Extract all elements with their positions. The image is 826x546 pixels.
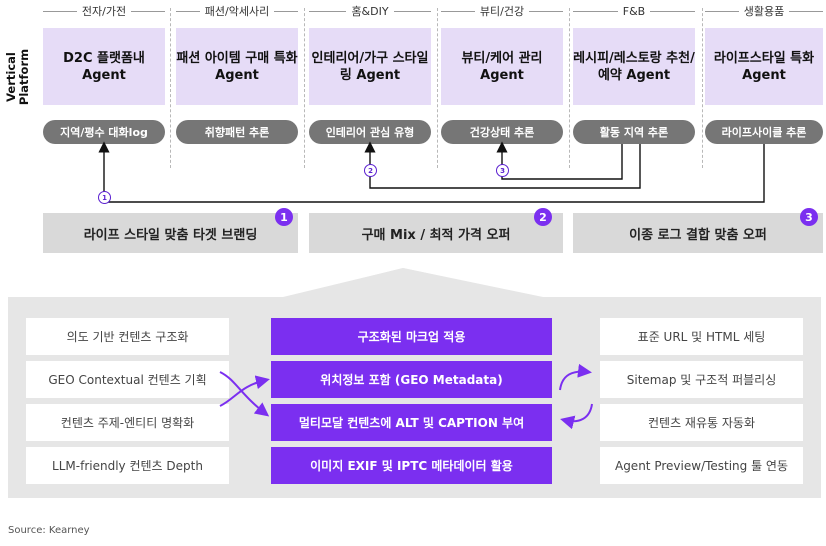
agent-box: 라이프스타일 특화 Agent [705,28,823,105]
category-header: 생활용품 [705,3,824,19]
offer-bar: 구매 Mix / 최적 가격 오퍼 [309,213,563,253]
metadata-item: 위치정보 포함 (GEO Metadata) [271,361,552,398]
column-divider [437,8,438,168]
offer-bar: 라이프 스타일 맞춤 타겟 브랜딩 [43,213,298,253]
agent-box: D2C 플랫폼내 Agent [43,28,165,105]
source-note: Source: Kearney [8,525,90,536]
agent-box: 레시피/레스토랑 추천/예약 Agent [573,28,695,105]
connector-badge: 1 [98,191,111,204]
agent-box: 패션 아이템 구매 특화 Agent [176,28,298,105]
column-divider [569,8,570,168]
column-divider [304,8,305,168]
reasoning-pill: 지역/평수 대화log [43,120,165,144]
connector-badge: 3 [496,164,509,177]
metadata-item: 이미지 EXIF 및 IPTC 메타데이터 활용 [271,447,552,484]
left-cross-arrow [219,371,270,417]
agent-box: 뷰티/케어 관리 Agent [441,28,563,105]
reasoning-pill: 인테리어 관심 유형 [309,120,431,144]
content-planning-item: GEO Contextual 컨텐츠 기획 [26,361,229,398]
reasoning-pill: 취향패턴 추론 [176,120,298,144]
category-header: 전자/가전 [43,3,165,19]
content-planning-item: LLM-friendly 컨텐츠 Depth [26,447,229,484]
column-divider [170,8,171,168]
metadata-item: 멀티모달 컨텐츠에 ALT 및 CAPTION 부여 [271,404,552,441]
right-cycle-arrow [559,363,592,391]
column-divider [702,8,703,168]
content-planning-item: 의도 기반 컨텐츠 구조화 [26,318,229,355]
connector-badge: 2 [364,164,377,177]
category-header: F&B [573,3,696,19]
publishing-item: 컨텐츠 재유통 자동화 [600,404,803,441]
reasoning-pill: 건강상태 추론 [441,120,563,144]
offer-bar: 이종 로그 결합 맞춤 오퍼 [573,213,823,253]
category-header: 뷰티/건강 [441,3,563,19]
publishing-item: Agent Preview/Testing 툴 연동 [600,447,803,484]
agent-box: 인테리어/가구 스타일링 Agent [309,28,431,105]
reasoning-pill: 활동 지역 추론 [573,120,695,144]
category-header: 패션/악세사리 [176,3,298,19]
offer-number-badge: 2 [534,208,552,226]
metadata-item: 구조화된 마크업 적용 [271,318,552,355]
content-planning-item: 컨텐츠 주제-엔티티 명확화 [26,404,229,441]
category-header: 홈&DIY [309,3,432,19]
left-cross-arrow [219,375,270,407]
publishing-item: 표준 URL 및 HTML 세팅 [600,318,803,355]
publishing-item: Sitemap 및 구조적 퍼블리싱 [600,361,803,398]
offer-number-badge: 3 [800,208,818,226]
right-cycle-arrow [560,403,593,430]
offer-number-badge: 1 [275,208,293,226]
reasoning-pill: 라이프사이클 추론 [705,120,823,144]
